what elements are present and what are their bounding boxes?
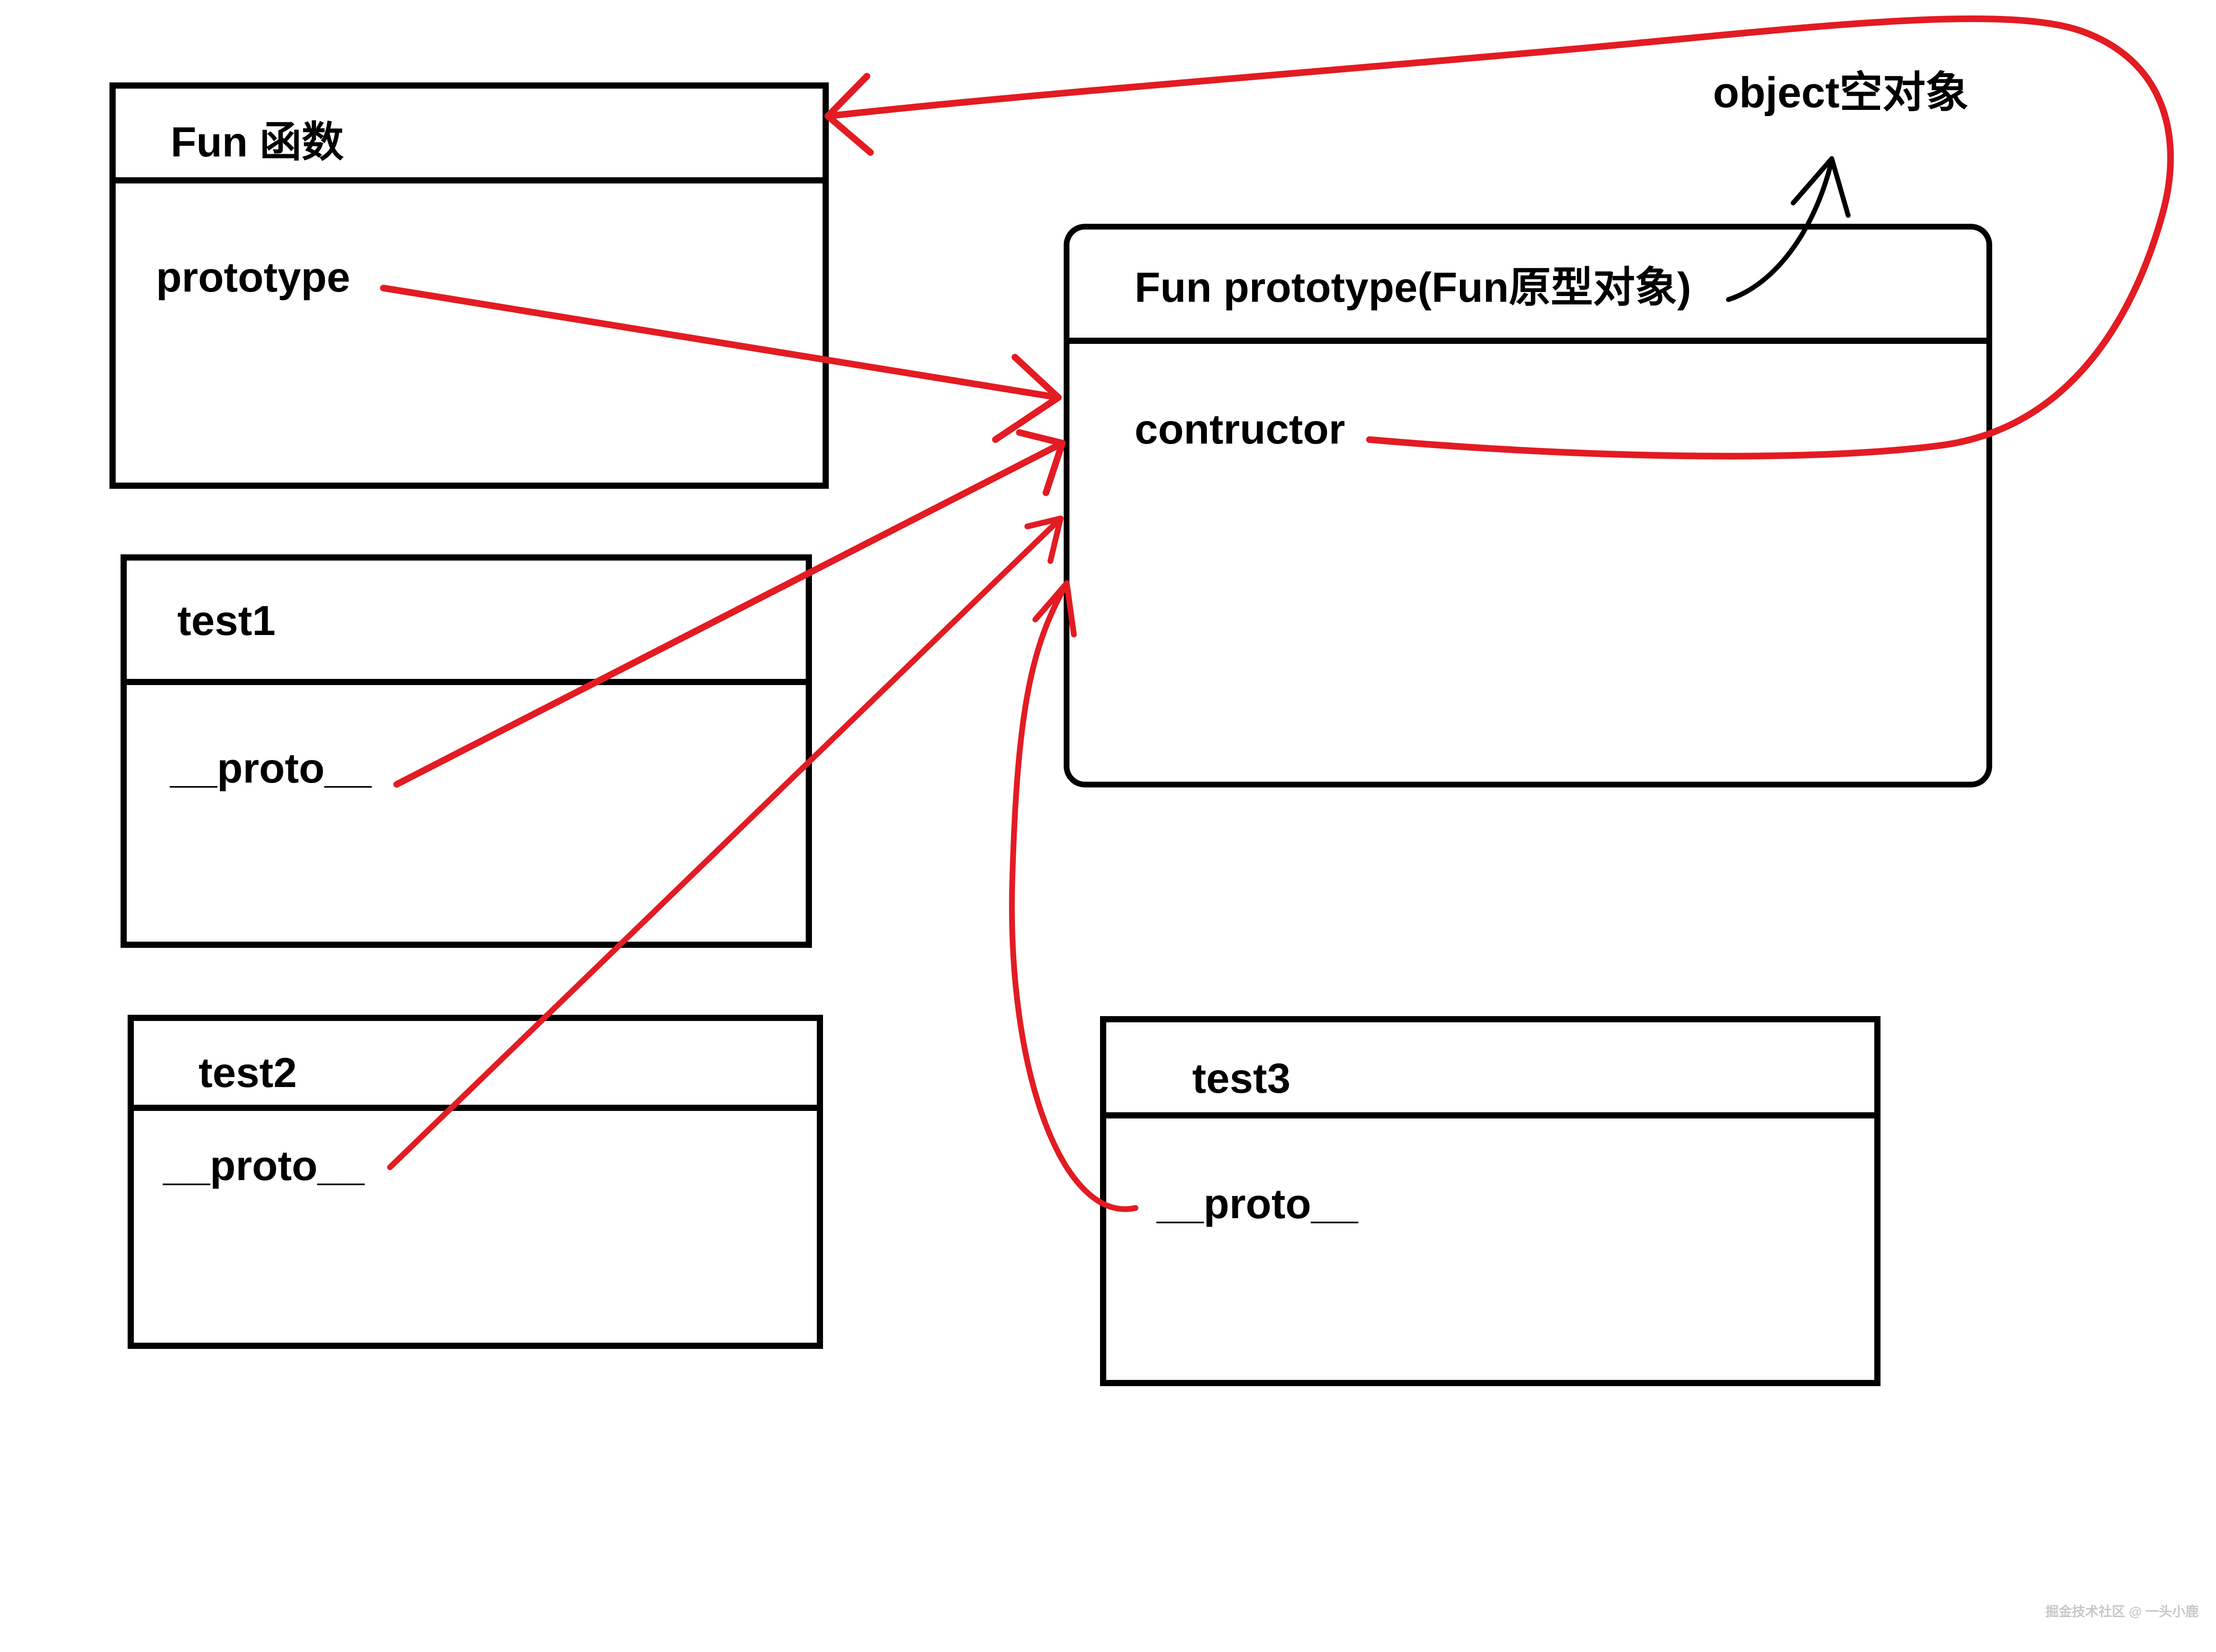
test3-proto-property: __proto__ xyxy=(1157,1181,1358,1227)
test1-box-divider xyxy=(127,679,806,685)
fun-box-divider xyxy=(116,177,823,183)
test2-proto-property: __proto__ xyxy=(163,1142,365,1189)
test3-box-divider xyxy=(1106,1112,1874,1118)
test1-proto-property: __proto__ xyxy=(170,745,372,792)
fun-prototype-box-divider xyxy=(1069,338,1986,344)
fun-prototype-constructor-property: contructor xyxy=(1135,406,1345,453)
test1-box-title: test1 xyxy=(177,597,276,644)
object-empty-object-label: object空对象 xyxy=(1713,68,1969,117)
test2-box-title: test2 xyxy=(199,1049,297,1096)
watermark-text: 掘金技术社区 @ 一头小鹿 xyxy=(2045,1605,2199,1619)
test2-box-divider xyxy=(134,1105,817,1111)
fun-box-title: Fun 函数 xyxy=(171,119,344,166)
test3-box-title: test3 xyxy=(1192,1055,1291,1102)
fun-prototype-box-title: Fun prototype(Fun原型对象) xyxy=(1135,264,1691,311)
fun-box-prototype-property: prototype xyxy=(156,254,351,301)
